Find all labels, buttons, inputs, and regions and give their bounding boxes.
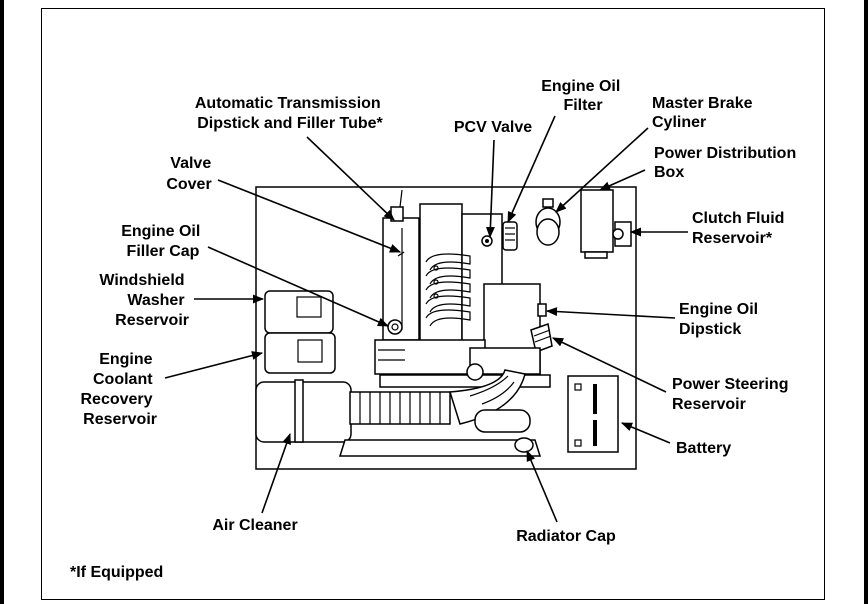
footnote: *If Equipped	[70, 564, 163, 581]
label-pcv-valve: PCV Valve	[454, 119, 532, 136]
label-battery: Battery	[676, 440, 731, 457]
leader-master-brake	[555, 127, 649, 213]
leader-oil-dipstick	[545, 307, 676, 319]
engine-compartment	[255, 186, 637, 470]
intake-duct-shape	[349, 369, 531, 433]
pcv-valve-shape	[481, 235, 493, 247]
leader-power-steering	[551, 337, 667, 393]
leader-radiator-cap	[526, 449, 558, 523]
power-distribution-box-shape	[580, 189, 614, 259]
right-edge-bar	[864, 0, 868, 604]
label-power-steering: Power Steering Reservoir	[672, 376, 793, 413]
leader-power-dist	[598, 169, 646, 191]
label-clutch-fluid: Clutch Fluid Reservoir*	[692, 210, 789, 247]
label-washer-reservoir: Windshield Washer Reservoir	[99, 272, 189, 329]
label-coolant-reservoir: Engine Coolant Recovery Reservoir	[81, 351, 158, 428]
label-master-brake: Master Brake Cyliner	[652, 95, 757, 131]
washer-reservoir-shape	[264, 290, 334, 334]
leader-pcv-valve	[485, 139, 495, 239]
labels: Automatic Transmission Dipstick and Fill…	[70, 78, 801, 581]
oil-filter-shape	[502, 221, 518, 251]
leader-battery	[620, 422, 671, 444]
leader-valve-cover	[217, 179, 402, 253]
air-cleaner-shape	[255, 379, 352, 443]
label-engine-oil-filter: Engine Oil Filter	[541, 78, 625, 114]
leader-oil-filler-cap	[207, 246, 390, 327]
leader-coolant	[164, 351, 264, 379]
label-oil-filler-cap: Engine Oil Filler Cap	[121, 223, 205, 260]
leader-auto-trans	[306, 136, 395, 221]
label-auto-trans: Automatic Transmission Dipstick and Fill…	[195, 95, 385, 132]
leader-lines	[164, 115, 688, 523]
label-air-cleaner: Air Cleaner	[212, 517, 297, 534]
leader-air-cleaner	[261, 432, 291, 514]
clutch-reservoir-shape	[612, 221, 632, 247]
battery-shape	[567, 375, 619, 453]
oil-filler-cap-shape	[387, 319, 403, 335]
label-valve-cover: Valve Cover	[166, 155, 215, 193]
left-edge-bar	[0, 0, 4, 604]
coolant-reservoir-shape	[264, 332, 336, 374]
radiator-shape	[338, 437, 542, 457]
diagram-frame	[41, 8, 825, 600]
label-oil-dipstick: Engine Oil Dipstick	[679, 301, 763, 338]
label-radiator-cap: Radiator Cap	[516, 528, 616, 545]
leader-oil-filter	[507, 115, 556, 224]
label-power-distribution: Power Distribution Box	[654, 145, 801, 181]
master-brake-cylinder-shape	[535, 198, 561, 246]
